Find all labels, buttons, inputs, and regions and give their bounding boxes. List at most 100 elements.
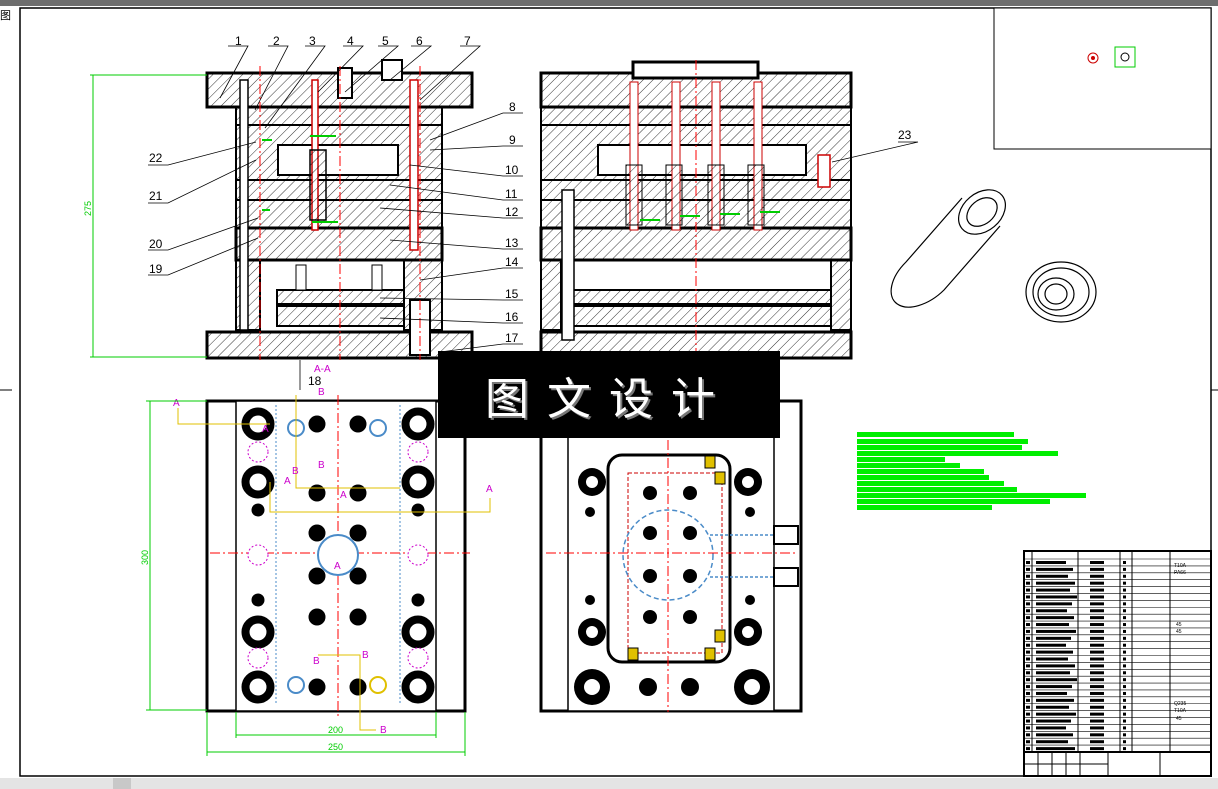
table-cell-mark [1123,747,1126,751]
callout-3: 3 [309,34,316,48]
table-cell-mark [1090,698,1104,702]
support-pillar [371,264,383,291]
table-cell-mark [1036,733,1073,737]
table-cell-mark [1036,574,1068,578]
table-cell-mark [1026,629,1030,633]
callout-14: 14 [505,255,519,269]
callout-9: 9 [509,133,516,147]
table-cell-mark [1026,712,1030,716]
table-cell-mark [1123,719,1126,723]
callout-22: 22 [149,151,163,165]
plan-dimensions [146,400,466,756]
table-cell-mark [1036,747,1075,751]
table-cell-mark [1123,567,1126,571]
table-cell-mark [1090,588,1104,592]
callout-17: 17 [505,331,519,345]
callout-numbers: 1 2 3 4 5 6 7 8 9 10 11 12 13 14 15 16 1… [149,34,912,388]
table-cell-mark [1090,609,1104,613]
callout-21: 21 [149,189,163,203]
table-cell-mark [1123,629,1126,633]
table-cell-mark [1036,726,1066,730]
table-cell-mark [1090,650,1104,654]
table-cell-mark [1090,671,1104,675]
callout-8: 8 [509,100,516,114]
callout-20: 20 [149,237,163,251]
horizontal-scrollbar[interactable] [0,778,1218,789]
table-cell-mark [1036,691,1067,695]
watermark-banner: 图文设计 [438,351,780,438]
table-cell-mark [1090,595,1104,599]
svg-text:45: 45 [1176,629,1182,635]
table-cell-mark [1123,581,1126,585]
table-cell-mark [1036,602,1072,606]
dimension-200: 200 [328,725,343,735]
table-cell-mark [1026,643,1030,647]
table-cell-mark [1123,664,1126,668]
callout-16: 16 [505,310,519,324]
table-cell-mark [1090,574,1104,578]
table-cell-mark [1026,719,1030,723]
table-cell-mark [1026,623,1030,627]
table-cell-mark [1036,671,1070,675]
core-pin [309,149,327,221]
callout-5: 5 [382,34,389,48]
table-cell-mark [1036,650,1073,654]
dimension-250: 250 [328,742,343,752]
table-cell-mark [1090,623,1104,627]
table-cell-mark [1090,733,1104,737]
table-cell-mark [1036,581,1075,585]
callout-12: 12 [505,205,519,219]
callout-13: 13 [505,236,519,250]
table-cell-mark [1123,561,1126,564]
table-cell-mark [1026,574,1030,578]
table-cell-mark [1036,609,1067,613]
support-pillar [295,264,307,291]
drawing-frame [19,7,1212,777]
svg-text:B: B [318,460,325,471]
table-cell-mark [1123,595,1126,599]
table-cell-mark [1026,616,1030,620]
table-cell-mark [1123,671,1126,675]
svg-text:A: A [173,398,180,409]
table-cell-mark [1090,602,1104,606]
table-cell-mark [1090,616,1104,620]
dimension-300: 300 [140,550,150,565]
table-cell-mark [1123,740,1126,744]
callout-2: 2 [273,34,280,48]
table-cell-mark [1036,698,1074,702]
table-cell-mark [1026,678,1030,682]
callout-11: 11 [505,187,518,201]
callout-leaders [148,45,919,390]
table-cell-mark [1090,657,1104,661]
table-cell-mark [1036,588,1070,592]
table-cell-mark [1036,595,1077,599]
table-cell-mark [1123,733,1126,737]
table-cell-mark [1026,609,1030,613]
table-cell-mark [1026,588,1030,592]
table-cell-mark [1090,561,1104,564]
callout-15: 15 [505,287,519,301]
svg-text:A: A [334,561,341,572]
scrollbar-thumb[interactable] [113,778,131,789]
svg-text:A: A [284,476,291,487]
table-cell-mark [1036,616,1074,620]
svg-text:45: 45 [1176,716,1182,722]
callout-1: 1 [235,34,242,48]
callout-6: 6 [416,34,423,48]
table-cell-mark [1123,588,1126,592]
table-cell-mark [1090,726,1104,730]
part-isometric-sleeve [890,189,1006,308]
table-cell-mark [1090,678,1104,682]
support-plate [234,226,444,262]
table-cell-mark [1123,726,1126,730]
svg-text:A: A [262,424,269,435]
table-cell-mark [1026,671,1030,675]
table-cell-mark [1123,636,1126,640]
cavity-insert [277,144,399,176]
part-isometric-ring [1025,261,1097,323]
table-cell-mark [1123,705,1126,709]
svg-text:B: B [380,725,387,736]
table-cell-mark [1036,561,1066,564]
table-cell-mark [1123,691,1126,695]
svg-text:B: B [318,387,325,398]
